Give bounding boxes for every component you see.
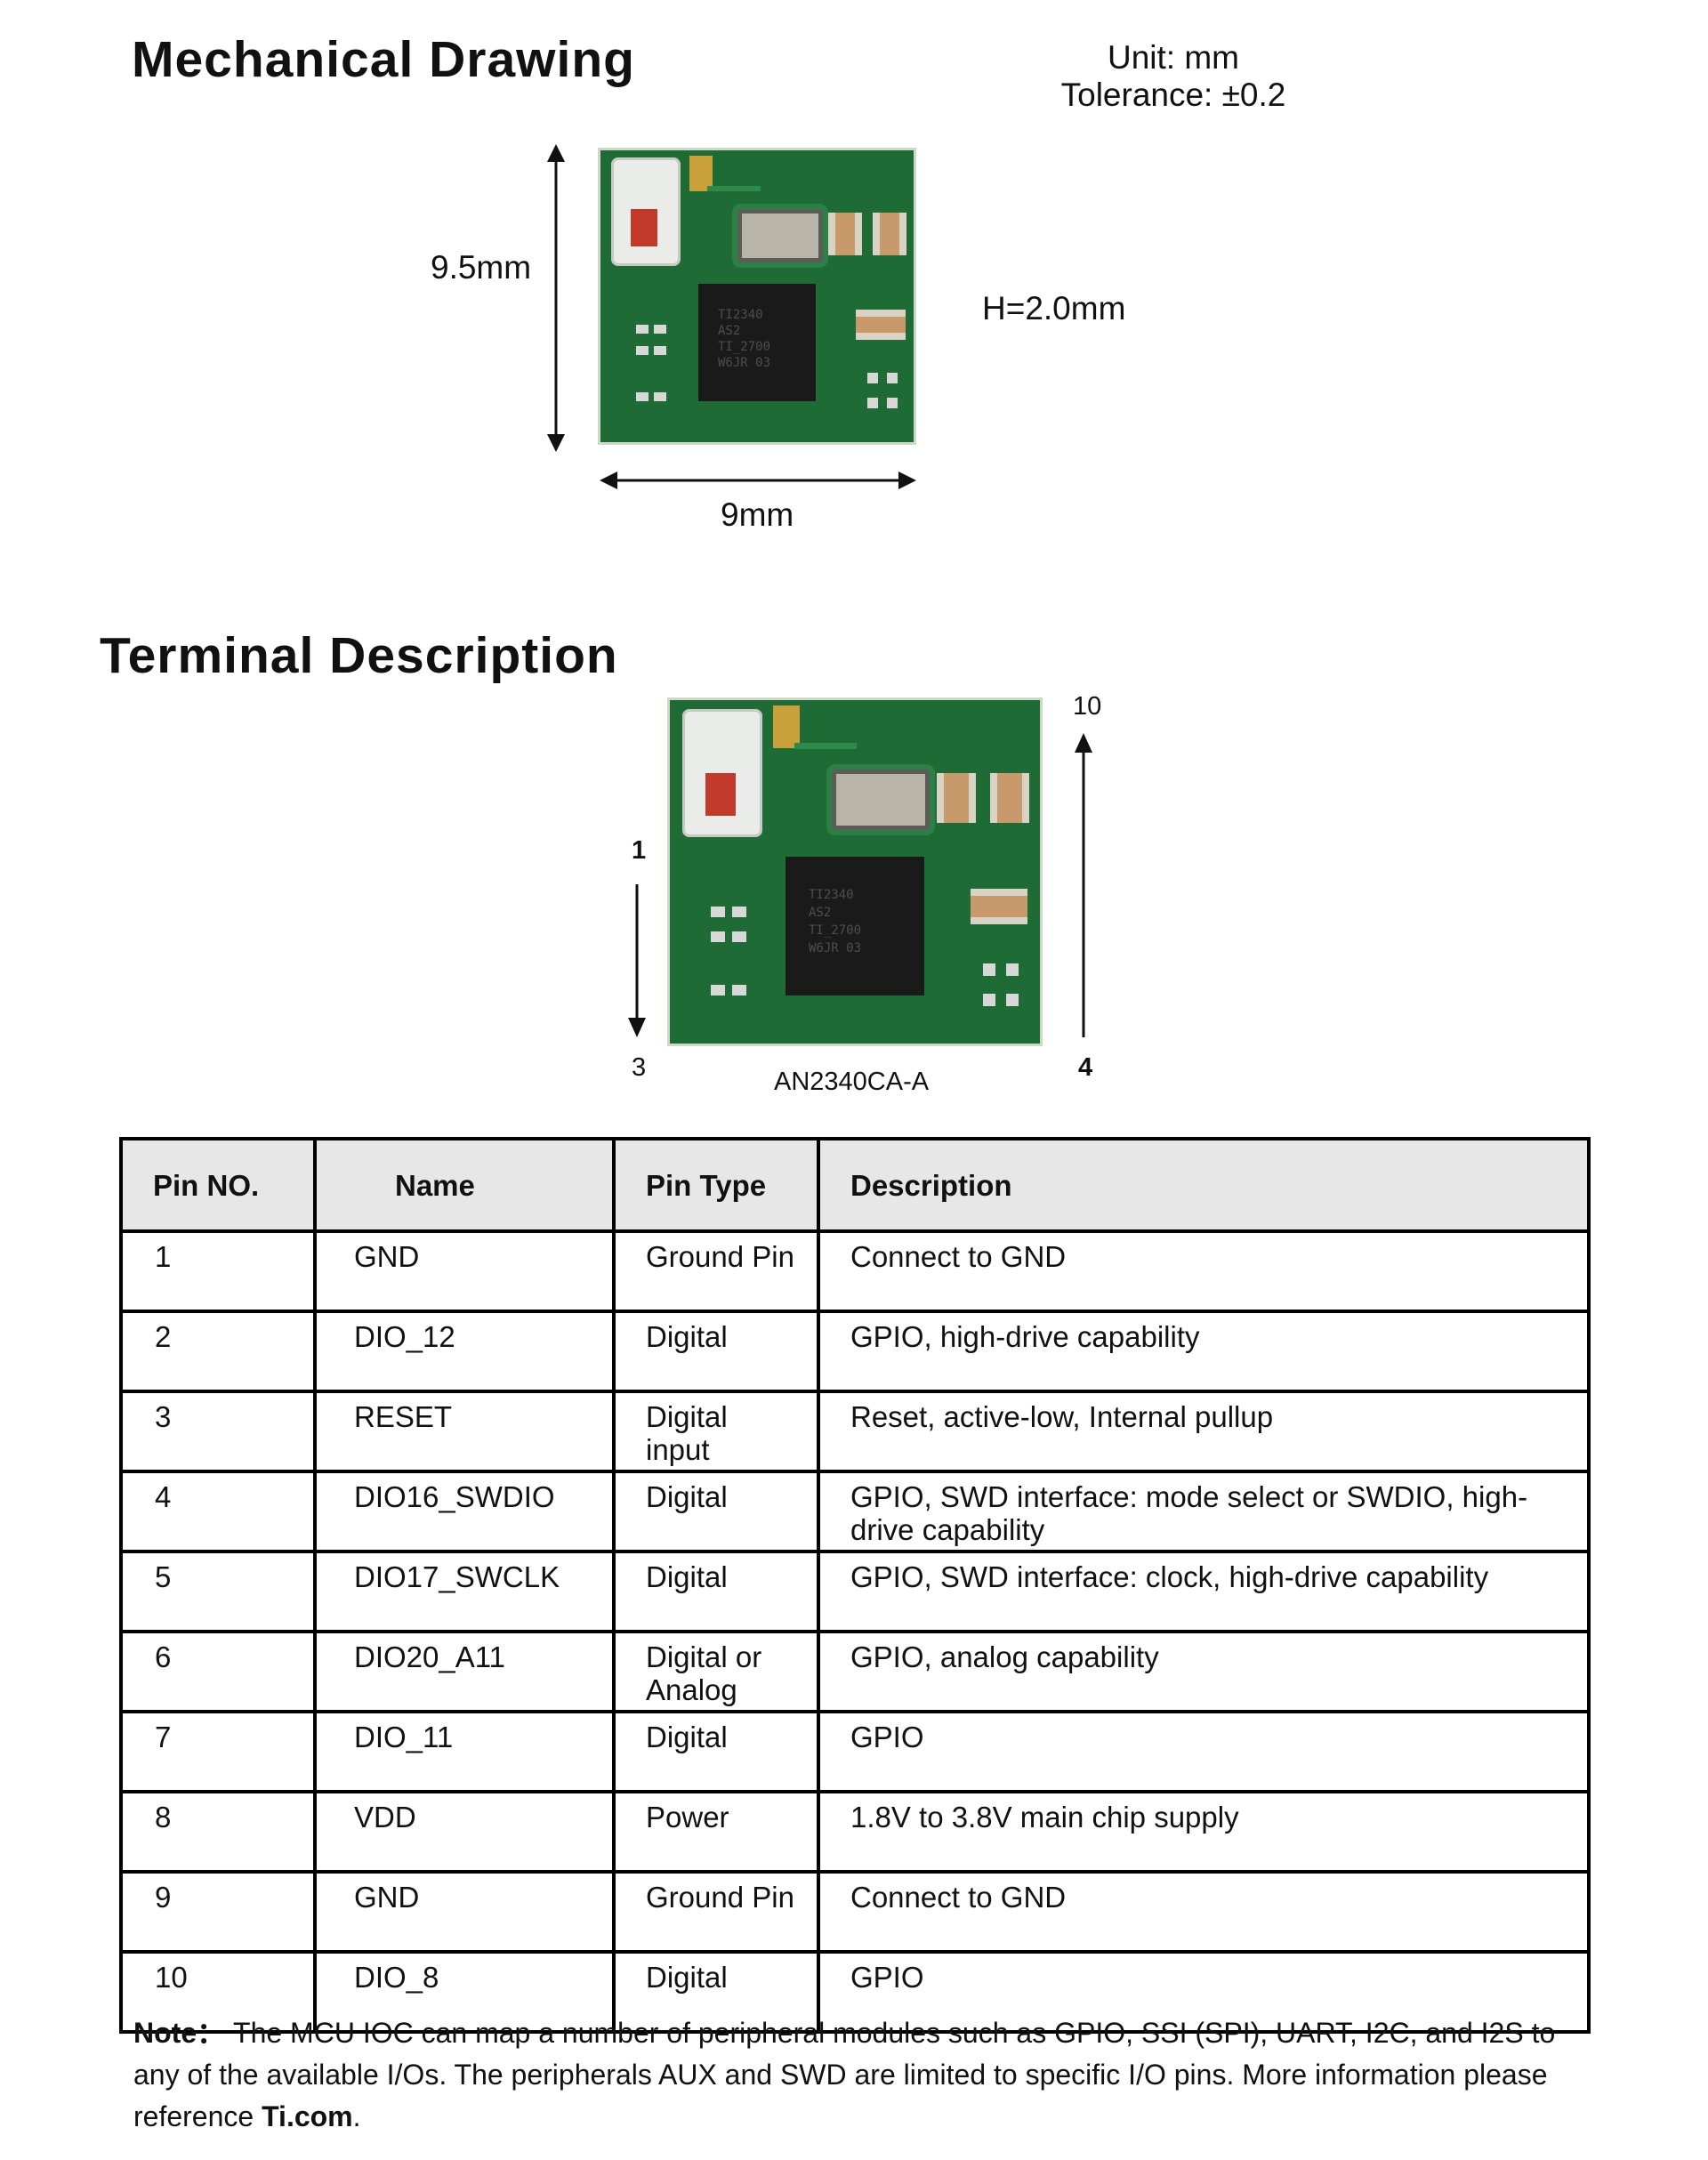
pin-name: DIO20_A11	[313, 1630, 616, 1713]
terminal-description-title: Terminal Description	[100, 627, 618, 684]
thickness-label: H=2.0mm	[982, 290, 1126, 326]
pin-description: Connect to GND	[817, 1870, 1591, 1954]
pin-type: Digital	[612, 1470, 820, 1553]
footnote: Note： The MCU IOC can map a number of pe…	[133, 2012, 1592, 2138]
table-row: 6 DIO20_A11 Digital or Analog GPIO, anal…	[119, 1630, 1591, 1713]
mcu-chip-icon: TI2340 AS2 TI_2700 W6JR 03	[786, 857, 924, 995]
pin-description: GPIO	[817, 1710, 1591, 1793]
pin-type: Ground Pin	[612, 1870, 820, 1954]
pin-number: 3	[119, 1390, 317, 1473]
pin-number: 9	[119, 1870, 317, 1954]
pin-number: 7	[119, 1710, 317, 1793]
pin-description: GPIO, analog capability	[817, 1630, 1591, 1713]
pin-type: Digital	[612, 1550, 820, 1633]
pin-description: GPIO, high-drive capability	[817, 1310, 1591, 1393]
mcu-chip-icon: TI2340 AS2 TI_2700 W6JR 03	[698, 284, 816, 401]
pin-10-label: 10	[1073, 692, 1102, 721]
table-header-row: Pin NO. Name Pin Type Description	[119, 1137, 1591, 1233]
table-row: 9 GND Ground Pin Connect to GND	[119, 1870, 1591, 1954]
pin-name: GND	[313, 1229, 616, 1313]
table-row: 2 DIO_12 Digital GPIO, high-drive capabi…	[119, 1310, 1591, 1393]
pin-description: Reset, active-low, Internal pullup	[817, 1390, 1591, 1473]
pin-name: VDD	[313, 1790, 616, 1874]
pin-1-label: 1	[632, 836, 647, 865]
note-text: The MCU IOC can map a number of peripher…	[133, 2017, 1556, 2132]
pin-type: Digital	[612, 1950, 820, 2034]
pin-name: DIO_11	[313, 1710, 616, 1793]
pin-name: DIO_8	[313, 1950, 616, 2034]
height-label: 9.5mm	[431, 249, 532, 286]
pin-description: Connect to GND	[817, 1229, 1591, 1313]
pin-type: Digital	[612, 1310, 820, 1393]
table-row: 1 GND Ground Pin Connect to GND	[119, 1229, 1591, 1313]
pin-name: DIO17_SWCLK	[313, 1550, 616, 1633]
table-row: 7 DIO_11 Digital GPIO	[119, 1710, 1591, 1793]
module-photo-top: TI2340 AS2 TI_2700 W6JR 03	[598, 148, 916, 445]
mechanical-drawing-title: Mechanical Drawing	[132, 31, 635, 88]
pin-type: Ground Pin	[612, 1229, 820, 1313]
pin-number: 2	[119, 1310, 317, 1393]
pin-name: DIO16_SWDIO	[313, 1470, 616, 1553]
pin-description: GPIO, SWD interface: clock, high-drive c…	[817, 1550, 1591, 1633]
crystal-icon	[737, 209, 823, 262]
pin-3-label: 3	[632, 1053, 647, 1082]
pin-number: 5	[119, 1550, 317, 1633]
pin-description: GPIO, SWD interface: mode select or SWDI…	[817, 1470, 1591, 1553]
pin-number: 4	[119, 1470, 317, 1553]
crystal-icon	[832, 770, 930, 830]
pin-description: 1.8V to 3.8V main chip supply	[817, 1790, 1591, 1874]
table-row: 5 DIO17_SWCLK Digital GPIO, SWD interfac…	[119, 1550, 1591, 1633]
width-dimension-arrow	[600, 471, 916, 489]
reset-switch-icon	[682, 709, 762, 837]
pin-1-to-3-arrow	[628, 884, 646, 1037]
module-photo-pinout: TI2340 AS2 TI_2700 W6JR 03	[667, 697, 1043, 1046]
table-row: 3 RESET Digital input Reset, active-low,…	[119, 1390, 1591, 1473]
header-pin-no: Pin NO.	[119, 1137, 317, 1233]
header-pin-type: Pin Type	[612, 1137, 820, 1233]
note-label: Note：	[133, 2017, 226, 2049]
unit-text: Unit: mm	[1108, 39, 1239, 76]
pin-number: 8	[119, 1790, 317, 1874]
pin-4-to-10-arrow	[1075, 733, 1092, 1037]
pin-number: 6	[119, 1630, 317, 1713]
module-model-label: AN2340CA-A	[774, 1068, 930, 1096]
height-dimension-arrow	[547, 144, 565, 452]
width-label: 9mm	[721, 496, 794, 533]
pin-type: Digital input	[612, 1390, 820, 1473]
pin-type: Power	[612, 1790, 820, 1874]
table-row: 4 DIO16_SWDIO Digital GPIO, SWD interfac…	[119, 1470, 1591, 1553]
pin-description: GPIO	[817, 1950, 1591, 2034]
table-row: 10 DIO_8 Digital GPIO	[119, 1950, 1591, 2034]
unit-label: Unit: mm Tolerance: ±0.2	[1044, 39, 1302, 114]
table-row: 8 VDD Power 1.8V to 3.8V main chip suppl…	[119, 1790, 1591, 1874]
header-name: Name	[313, 1137, 616, 1233]
pin-4-label: 4	[1078, 1053, 1093, 1082]
pin-type: Digital or Analog	[612, 1630, 820, 1713]
note-reference-link[interactable]: Ti.com	[262, 2100, 353, 2132]
header-description: Description	[817, 1137, 1591, 1233]
pin-type: Digital	[612, 1710, 820, 1793]
pin-name: RESET	[313, 1390, 616, 1473]
pin-description-table: Pin NO. Name Pin Type Description 1 GND …	[119, 1137, 1591, 2034]
tolerance-text: Tolerance: ±0.2	[1060, 77, 1286, 113]
pin-name: GND	[313, 1870, 616, 1954]
reset-switch-icon	[611, 157, 681, 266]
note-end: .	[352, 2100, 361, 2132]
pin-name: DIO_12	[313, 1310, 616, 1393]
pin-number: 10	[119, 1950, 317, 2034]
pin-number: 1	[119, 1229, 317, 1313]
